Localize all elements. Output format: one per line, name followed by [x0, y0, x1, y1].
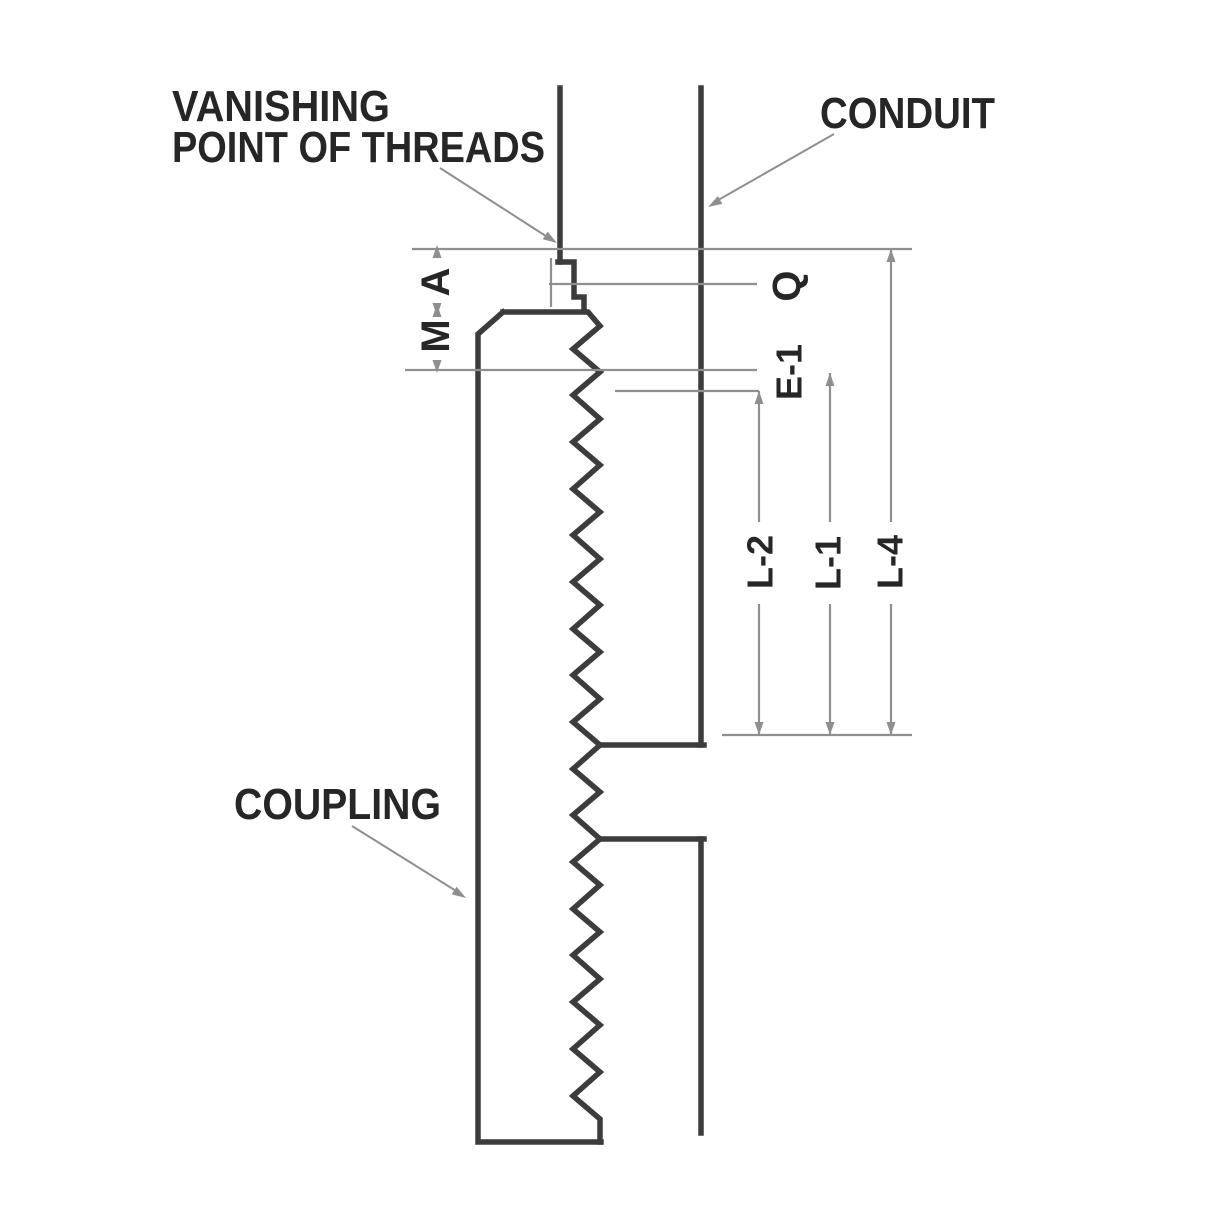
vanishing-point-leader — [439, 167, 553, 241]
dim-label-m: M — [414, 319, 458, 352]
m-bottom-arrow — [432, 360, 442, 373]
l4-bottom-arrow — [886, 722, 896, 735]
coupling-recess-step — [555, 259, 587, 314]
coupling-leader — [351, 825, 462, 895]
coupling-body-outline — [475, 308, 604, 1145]
arrowheads — [432, 245, 896, 735]
l2-bottom-arrow — [754, 722, 764, 735]
part-outlines — [475, 85, 707, 1145]
conduit-leader — [712, 133, 835, 204]
l2-top-arrow — [754, 391, 764, 404]
coupling-leader-arrow — [451, 886, 466, 898]
l1-bottom-arrow — [825, 722, 835, 735]
l4-top-arrow — [886, 249, 896, 262]
a-top-arrow — [432, 245, 442, 258]
conduit-label: CONDUIT — [820, 89, 995, 138]
conduit-leader-arrow — [708, 196, 723, 207]
dim-label-l1: L-1 — [808, 536, 849, 590]
dim-label-e1: E-1 — [769, 344, 810, 400]
dim-label-l2: L-2 — [740, 535, 781, 589]
vanishing-point-leader-arrow — [542, 231, 557, 243]
leader-lines — [351, 133, 835, 898]
vanishing-point-label-line2: POINT OF THREADS — [172, 123, 545, 172]
vanishing-point-label-line1: VANISHING — [172, 82, 390, 131]
thread-zigzag — [500, 309, 605, 1145]
dim-label-l4: L-4 — [870, 535, 911, 589]
coupling-label: COUPLING — [234, 780, 441, 829]
l1-top-arrow — [825, 373, 835, 386]
text-labels: VANISHING POINT OF THREADS CONDUIT COUPL… — [172, 82, 995, 829]
dimension-lines — [405, 247, 912, 737]
dim-label-a: A — [414, 268, 458, 297]
dim-label-q: Q — [765, 270, 809, 301]
a-m-shared-arrow-down — [432, 303, 442, 316]
